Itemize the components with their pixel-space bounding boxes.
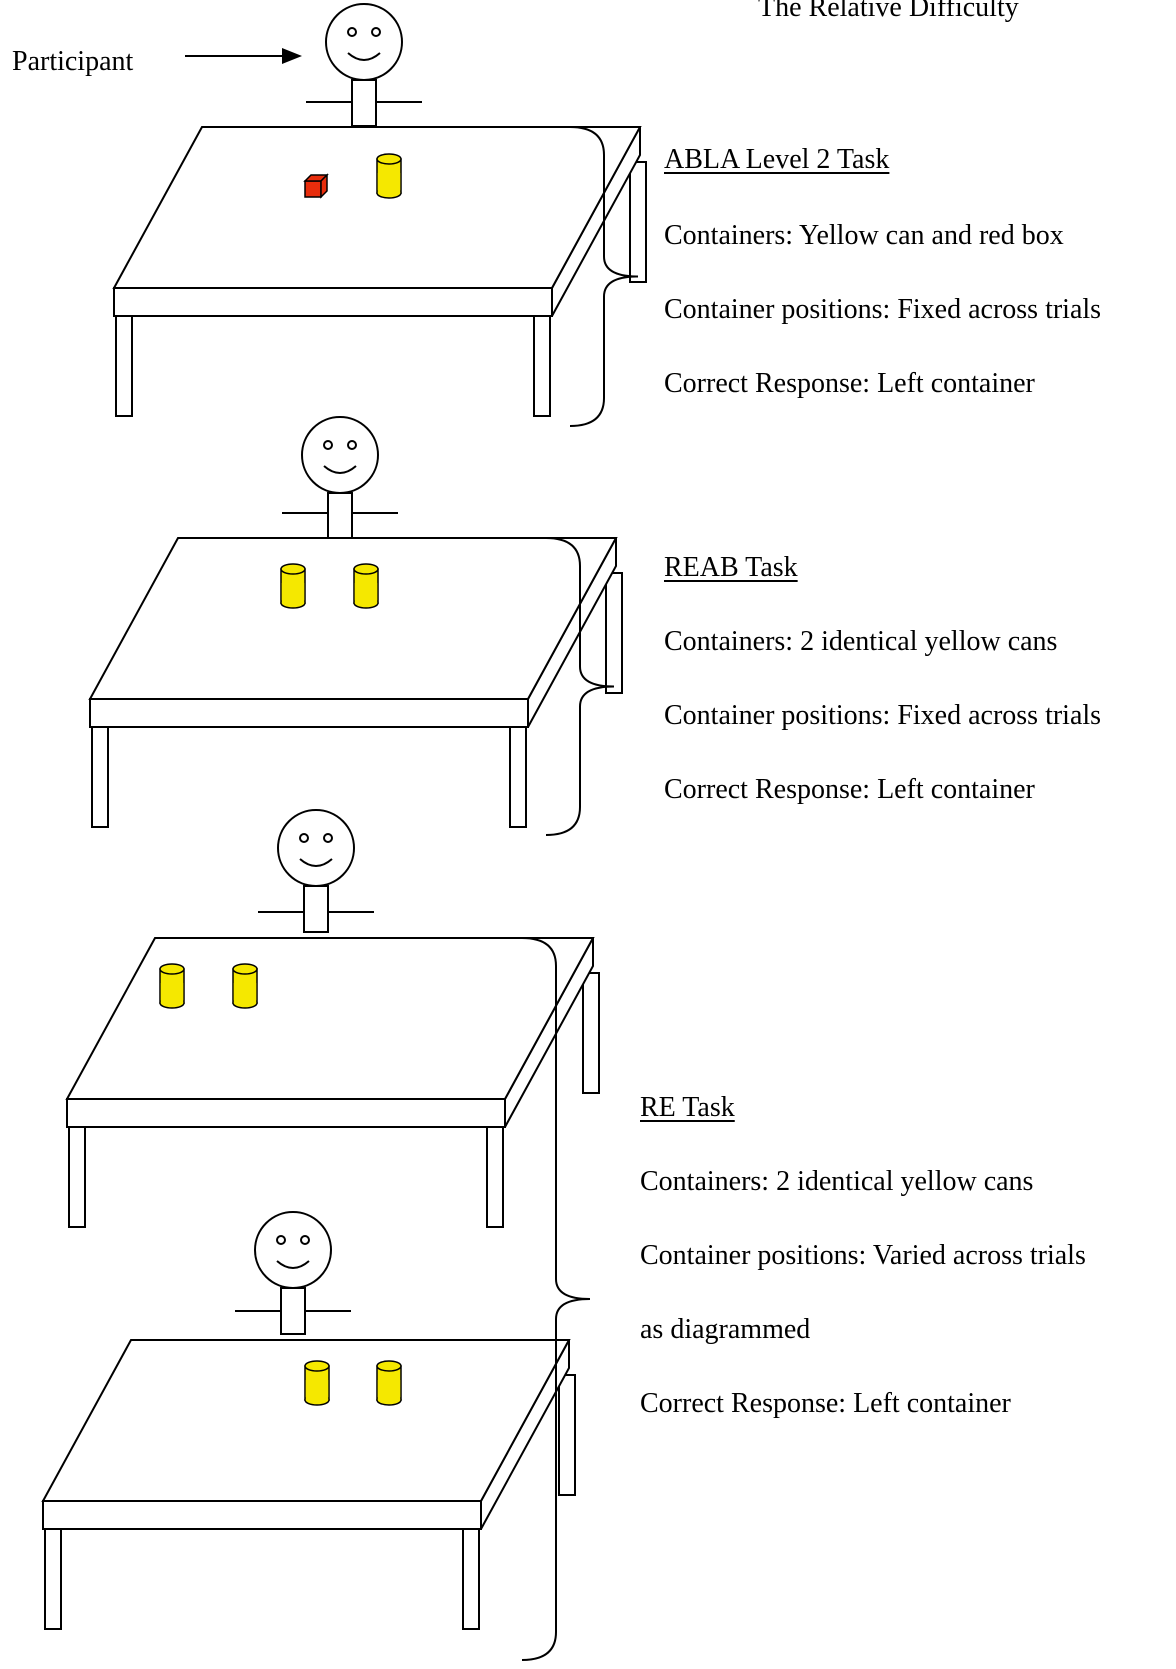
participant-smile	[347, 52, 381, 61]
can-fill	[377, 173, 401, 193]
participant-eye	[347, 27, 357, 37]
can-fill	[233, 983, 257, 1003]
table-leg	[558, 1374, 576, 1496]
participant-head	[325, 3, 403, 81]
table-top	[88, 537, 618, 700]
table-front-edge	[113, 287, 553, 317]
can-lid	[376, 1360, 402, 1372]
reab-response-text: Correct Response: Left container	[664, 774, 1035, 805]
table-leg	[68, 1126, 86, 1228]
participant-eye	[323, 440, 333, 450]
table-leg	[582, 972, 600, 1094]
red-box	[303, 173, 329, 199]
table-front-edge	[42, 1500, 482, 1530]
table-top	[65, 937, 595, 1100]
yellow-can	[232, 963, 258, 1009]
reab-positions-text: Container positions: Fixed across trials	[664, 700, 1102, 731]
participant-smile	[323, 465, 357, 474]
participant-3	[258, 809, 374, 933]
participant-eye	[323, 833, 333, 843]
participant-torso	[280, 1287, 306, 1335]
scene-abla	[112, 3, 647, 417]
reab-task-title: REAB Task	[664, 552, 798, 583]
re-response-text: Correct Response: Left container	[640, 1388, 1011, 1419]
brace-re	[521, 937, 591, 1661]
yellow-can	[353, 563, 379, 609]
participant-head	[254, 1211, 332, 1289]
participant-torso	[327, 492, 353, 540]
abla-response-text: Correct Response: Left container	[664, 368, 1035, 399]
reab-containers-text: Containers: 2 identical yellow cans	[664, 626, 1058, 657]
re-positions-text-cont: as diagrammed	[640, 1314, 811, 1345]
scene-re-top	[65, 809, 600, 1228]
can-lid	[280, 563, 306, 575]
can-fill	[160, 983, 184, 1003]
page-header: The Relative Difficulty	[758, 0, 1019, 23]
table-front-edge	[89, 698, 529, 728]
table-2	[88, 537, 623, 828]
participant-label: Participant	[12, 46, 134, 77]
can-lid	[232, 963, 258, 975]
participant-2	[282, 416, 398, 540]
can-fill	[377, 1380, 401, 1400]
yellow-can	[304, 1360, 330, 1406]
can-fill	[305, 1380, 329, 1400]
table-leg	[44, 1528, 62, 1630]
yellow-can	[280, 563, 306, 609]
yellow-can	[376, 1360, 402, 1406]
table-4	[41, 1339, 576, 1630]
can-fill	[354, 583, 378, 603]
participant-eye	[371, 27, 381, 37]
table-leg	[509, 726, 527, 828]
abla-task-title: ABLA Level 2 Task	[664, 144, 890, 175]
can-fill	[281, 583, 305, 603]
participant-head	[277, 809, 355, 887]
brace-abla	[569, 126, 639, 427]
table-leg	[91, 726, 109, 828]
arrow-head	[282, 48, 302, 64]
participant-eye	[347, 440, 357, 450]
participant-arrow	[185, 48, 302, 64]
yellow-can	[159, 963, 185, 1009]
table-leg	[533, 315, 551, 417]
can-lid	[304, 1360, 330, 1372]
box-side	[320, 173, 328, 199]
scene-re-bottom	[41, 1211, 576, 1630]
box-front	[304, 180, 322, 198]
table-1	[112, 126, 647, 417]
participant-eye	[300, 1235, 310, 1245]
table-top	[112, 126, 642, 289]
can-lid	[376, 153, 402, 165]
participant-eye	[276, 1235, 286, 1245]
can-lid	[159, 963, 185, 975]
table-leg	[605, 572, 623, 694]
table-leg	[486, 1126, 504, 1228]
re-task-title: RE Task	[640, 1092, 735, 1123]
participant-1	[306, 3, 422, 127]
table-front-edge	[66, 1098, 506, 1128]
participant-head	[301, 416, 379, 494]
abla-containers-text: Containers: Yellow can and red box	[664, 220, 1064, 251]
table-top	[41, 1339, 571, 1502]
table-leg	[629, 161, 647, 283]
participant-eye	[299, 833, 309, 843]
re-containers-text: Containers: 2 identical yellow cans	[640, 1166, 1034, 1197]
re-positions-text: Container positions: Varied across trial…	[640, 1240, 1086, 1271]
can-lid	[353, 563, 379, 575]
brace-reab	[545, 537, 615, 836]
table-leg	[115, 315, 133, 417]
participant-smile	[299, 858, 333, 867]
participant-smile	[276, 1260, 310, 1269]
participant-4	[235, 1211, 351, 1335]
table-3	[65, 937, 600, 1228]
participant-torso	[303, 885, 329, 933]
table-leg	[462, 1528, 480, 1630]
participant-torso	[351, 79, 377, 127]
abla-positions-text: Container positions: Fixed across trials	[664, 294, 1102, 325]
scene-reab	[88, 416, 623, 828]
yellow-can	[376, 153, 402, 199]
